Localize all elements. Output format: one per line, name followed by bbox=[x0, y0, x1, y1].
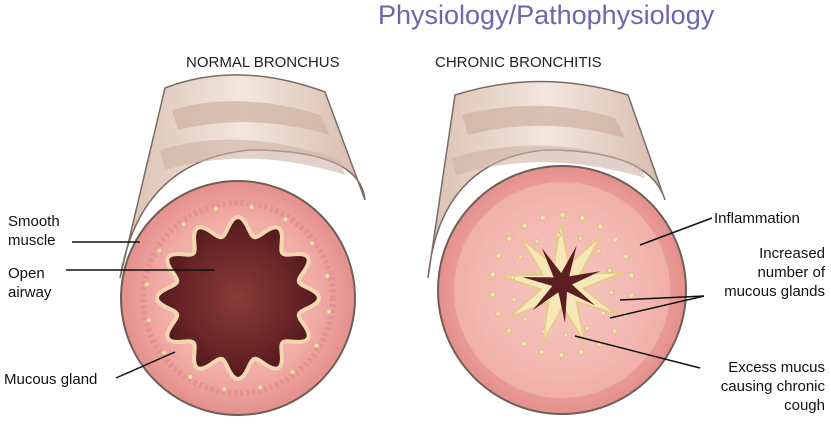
mucous-gland-dot bbox=[579, 214, 586, 221]
leader-increased-glands-1 bbox=[619, 295, 705, 301]
leader-increased-glands-2 bbox=[609, 295, 705, 319]
mucous-gland-dot bbox=[522, 316, 528, 322]
mucous-gland-dot bbox=[612, 236, 619, 243]
mucous-gland-dot bbox=[309, 240, 315, 246]
mucous-gland-dot bbox=[597, 223, 604, 230]
mucous-gland-dot bbox=[622, 253, 629, 260]
normal-smooth-muscle-layer bbox=[140, 200, 336, 396]
mucous-gland-dot bbox=[607, 267, 613, 273]
mucous-gland-dot bbox=[324, 273, 330, 279]
mucous-gland-dot bbox=[521, 222, 528, 229]
mucous-gland-dot bbox=[187, 374, 194, 380]
label-increased-line1: Increased bbox=[759, 245, 825, 262]
leader-inflammation bbox=[639, 217, 713, 246]
heading-chronic-bronchitis: CHRONIC BRONCHITIS bbox=[435, 54, 602, 71]
mucous-gland-dot bbox=[144, 281, 150, 287]
label-increased-line2: number of bbox=[757, 264, 825, 281]
mucous-gland-dot bbox=[578, 349, 585, 356]
normal-mucous-glands bbox=[144, 204, 332, 392]
heading-normal-bronchus: NORMAL BRONCHUS bbox=[186, 54, 340, 71]
mucous-gland-dot bbox=[511, 297, 517, 303]
label-excess-line1: Excess mucus bbox=[728, 359, 825, 376]
mucous-gland-dot bbox=[628, 272, 635, 279]
label-excess-mucus: Excess mucus causing chronic cough bbox=[721, 358, 825, 415]
normal-open-airway bbox=[154, 214, 322, 382]
normal-bronchus bbox=[119, 74, 366, 416]
label-smooth-muscle-line1: Smooth bbox=[8, 213, 60, 230]
mucous-gland-dot bbox=[489, 291, 496, 298]
mucous-gland-dot bbox=[156, 247, 162, 254]
leader-mucous-gland bbox=[115, 351, 176, 379]
chronic-cartilage-band-2 bbox=[452, 145, 645, 178]
label-excess-line2: causing chronic bbox=[720, 378, 825, 395]
label-mucous-gland: Mucous gland bbox=[4, 371, 98, 388]
normal-cartilage-band-1 bbox=[172, 101, 330, 135]
label-excess-line3: cough bbox=[784, 397, 825, 414]
chronic-cartilage-band-1 bbox=[462, 105, 625, 138]
mucous-gland-dot bbox=[577, 235, 583, 242]
leader-excess-mucus bbox=[574, 335, 701, 369]
mucous-gland-dot bbox=[289, 369, 296, 375]
mucous-gland-dot bbox=[596, 248, 602, 254]
mucous-gland-dot bbox=[282, 216, 289, 222]
chronic-mucous-glands bbox=[489, 211, 635, 358]
label-open-airway-line1: Open bbox=[8, 265, 45, 282]
mucous-gland-dot bbox=[608, 289, 615, 296]
label-open-airway-line2: airway bbox=[8, 284, 52, 301]
leader-lines bbox=[66, 217, 713, 379]
label-inflammation: Inflammation bbox=[714, 210, 800, 227]
mucous-gland-dot bbox=[534, 239, 540, 245]
mucous-gland-dot bbox=[505, 327, 512, 334]
mucous-gland-dot bbox=[509, 274, 516, 281]
label-increased-line3: mucous glands bbox=[724, 283, 825, 300]
mucous-gland-dot bbox=[563, 332, 569, 338]
mucous-gland-dot bbox=[161, 349, 167, 356]
mucous-gland-dot bbox=[489, 271, 496, 278]
mucous-gland-dot bbox=[611, 328, 618, 335]
mucous-gland-dot bbox=[539, 214, 546, 221]
mucous-gland-dot bbox=[559, 211, 566, 218]
chronic-bronchitis bbox=[427, 80, 687, 415]
normal-cartilage-band-2 bbox=[160, 139, 345, 175]
page-title: Physiology/Pathophysiology bbox=[378, 0, 715, 30]
mucous-gland-dot bbox=[555, 232, 561, 238]
mucous-gland-dot bbox=[628, 292, 635, 299]
mucous-gland-dot bbox=[520, 340, 527, 347]
mucous-gland-dot bbox=[314, 342, 320, 349]
mucous-gland-dot bbox=[518, 254, 524, 260]
label-smooth-muscle-line2: muscle bbox=[8, 232, 56, 249]
mucous-gland-dot bbox=[213, 206, 219, 212]
label-increased-glands: Increased number of mucous glands bbox=[724, 244, 825, 301]
chronic-narrowed-airway bbox=[522, 245, 601, 323]
mucous-gland-dot bbox=[538, 348, 545, 355]
mucous-gland-dot bbox=[146, 317, 152, 323]
mucous-gland-dot bbox=[180, 221, 186, 227]
mucous-gland-dot bbox=[506, 235, 513, 242]
mucous-gland-dot bbox=[541, 328, 547, 335]
mucous-gland-dot bbox=[495, 252, 502, 259]
label-smooth-muscle: Smooth muscle bbox=[8, 212, 60, 250]
mucous-gland-dot bbox=[558, 351, 565, 358]
mucous-gland-dot bbox=[257, 384, 263, 390]
mucous-gland-dot bbox=[495, 310, 502, 317]
mucous-gland-dot bbox=[221, 386, 227, 392]
mucous-gland-dot bbox=[249, 204, 255, 210]
mucous-gland-dot bbox=[584, 325, 590, 331]
label-open-airway: Open airway bbox=[8, 264, 51, 302]
mucous-gland-dot bbox=[326, 309, 332, 315]
mucous-gland-dot bbox=[600, 310, 606, 316]
